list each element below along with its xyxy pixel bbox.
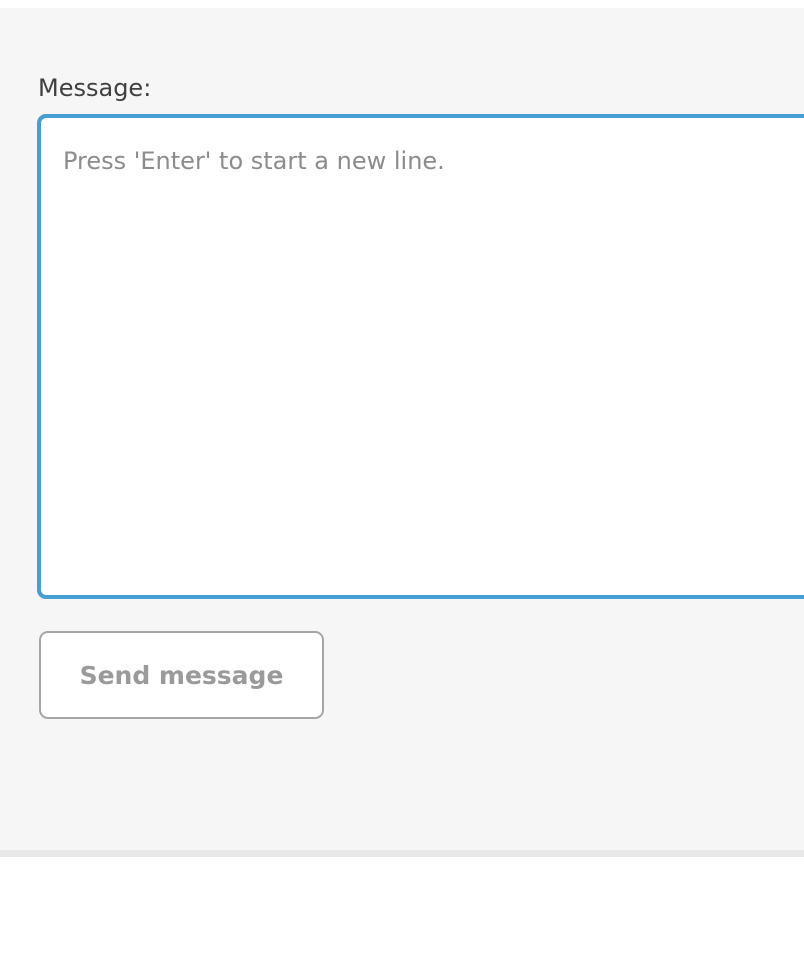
send-message-button[interactable]: Send message (39, 631, 324, 719)
message-label: Message: (38, 74, 152, 102)
top-white-strip (0, 0, 804, 8)
page-bottom-whitespace (0, 857, 804, 980)
panel-bottom-divider (0, 850, 804, 857)
message-textarea[interactable] (37, 114, 804, 599)
